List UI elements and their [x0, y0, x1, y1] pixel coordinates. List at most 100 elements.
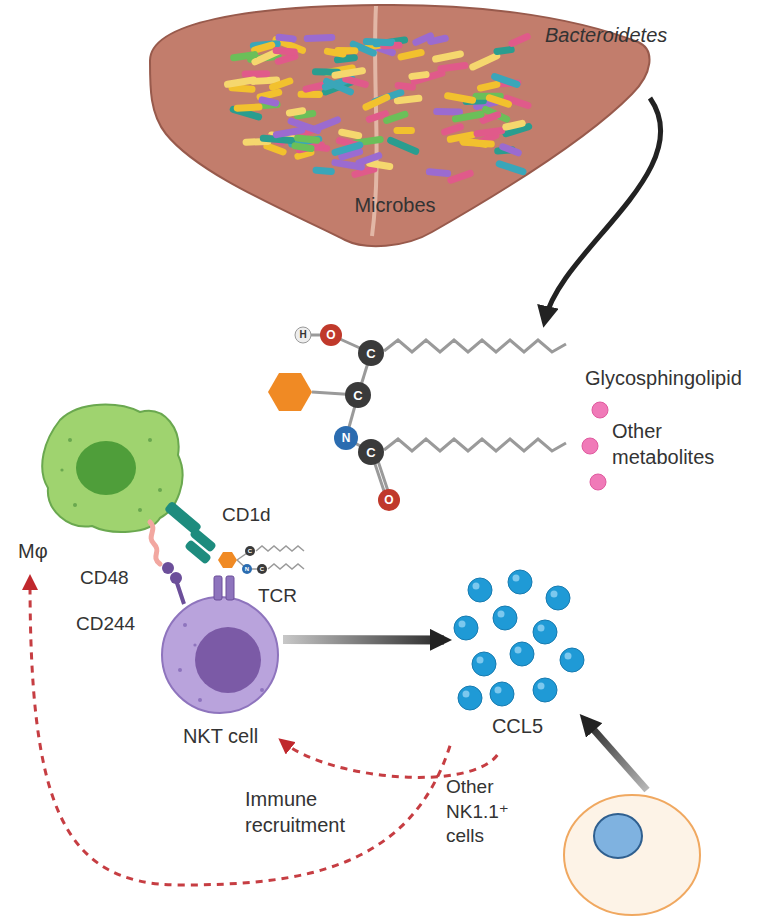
- nkt-granules: [178, 623, 264, 702]
- bacterium: [485, 93, 513, 108]
- ccl5-ball: [454, 616, 478, 640]
- node-label: CCL5: [450, 713, 585, 739]
- bacterium: [224, 76, 258, 88]
- bacterium: [331, 67, 366, 80]
- bacterium: [382, 110, 409, 125]
- atom-symbol: H: [299, 330, 306, 340]
- nitrogen-atom: [242, 564, 252, 574]
- macrophage-nucleus: [76, 441, 136, 495]
- bacterium: [411, 31, 435, 47]
- ccl5-highlight: [463, 691, 470, 698]
- bacterium: [242, 70, 271, 77]
- carbon-atom: [345, 382, 371, 408]
- atom-symbol: C: [248, 548, 252, 554]
- atom-symbol: O: [384, 494, 393, 506]
- bacterium: [451, 110, 485, 123]
- node-label: NKT cell: [158, 723, 283, 749]
- bacterium: [291, 142, 315, 153]
- bacterium: [426, 168, 452, 177]
- ccl5-highlight: [477, 657, 484, 664]
- bacterium: [437, 62, 469, 73]
- cd244-receptor: [162, 562, 184, 604]
- nkt-nucleus: [195, 627, 261, 693]
- bacterium: [294, 134, 321, 144]
- bacterium: [275, 33, 297, 42]
- bacterium: [498, 142, 523, 157]
- oxygen-atom: [320, 324, 342, 346]
- cd48-receptor: [150, 522, 160, 564]
- carbon-atom: [245, 546, 255, 556]
- tcr-receptor: [214, 576, 234, 600]
- bacterium: [476, 80, 501, 92]
- ccl5-highlight: [495, 687, 502, 694]
- nk-cell-node: Other NK1.1⁺ cells: [560, 790, 705, 915]
- ccl5-highlight: [538, 683, 545, 690]
- ccl5-ball: [458, 686, 482, 710]
- cd1d-receptor: [164, 501, 217, 565]
- annotation-label: Other metabolites: [612, 418, 752, 470]
- atom-symbol: C: [260, 566, 264, 572]
- nk-nucleus: [594, 814, 642, 858]
- annotation-label: CD1d: [222, 503, 271, 528]
- bacterium: [361, 93, 391, 112]
- bacterium: [495, 160, 528, 177]
- oxygen-atom: [378, 489, 400, 511]
- macrophage-granules: [60, 438, 162, 512]
- ccl5-ball: [490, 682, 514, 706]
- node-label: Other NK1.1⁺ cells: [446, 775, 552, 849]
- ccl5-highlight: [513, 575, 520, 582]
- ccl5-highlight: [565, 653, 572, 660]
- ccl5-highlight: [538, 625, 545, 632]
- bacterium: [507, 32, 531, 48]
- nitrogen-atom: [334, 426, 358, 450]
- bacterium: [408, 71, 430, 81]
- ccl5-ball: [533, 620, 557, 644]
- macrophage-cell: [42, 405, 182, 532]
- ccl5-highlight: [551, 591, 558, 598]
- bacterium: [331, 141, 364, 157]
- ccl5-ball: [468, 578, 492, 602]
- bacterium: [304, 34, 336, 42]
- bacterium: [459, 137, 489, 149]
- bacterium: [331, 159, 366, 171]
- sugar-hexagon: [218, 552, 237, 568]
- bacterium: [431, 50, 464, 63]
- nkt-cell: [162, 597, 278, 713]
- bacterium: [230, 51, 259, 62]
- nkt-cell-node: NKT cell: [158, 590, 283, 750]
- bacterium: [312, 166, 335, 175]
- bacterium: [323, 47, 347, 58]
- ccl5-highlight: [498, 611, 505, 618]
- ccl5-node: CCL5: [450, 570, 585, 755]
- node-label: Microbes: [140, 192, 650, 218]
- ccl5-cluster: [454, 570, 584, 710]
- metabolite-dot: [592, 402, 608, 418]
- ccl5-ball: [560, 648, 584, 672]
- ccl5-ball: [493, 606, 517, 630]
- bacterium: [433, 108, 463, 116]
- bacterium: [272, 126, 305, 139]
- bacterium: [268, 77, 294, 92]
- ccl5-highlight: [515, 647, 522, 654]
- carbon-atom: [358, 340, 384, 366]
- bacterium: [490, 72, 521, 89]
- ccl5-ball: [472, 652, 496, 676]
- bacterium: [394, 82, 416, 91]
- glycolipid-node: Glycosphingolipid: [265, 320, 570, 515]
- annotation-label: Immune recruitment: [245, 786, 370, 838]
- ccl5-ball: [510, 642, 534, 666]
- atom-symbol: N: [245, 566, 249, 572]
- bacterium: [363, 38, 395, 47]
- ccl5-highlight: [473, 583, 480, 590]
- annotation-label: Bacteroidetes: [545, 22, 667, 48]
- nk-cell: [564, 795, 700, 915]
- annotation-label: TCR: [258, 584, 297, 609]
- bacterium: [234, 103, 263, 111]
- bacterium: [285, 107, 306, 117]
- ccl5-highlight: [459, 621, 466, 628]
- bacteria: [224, 31, 534, 184]
- flow-arrow: [585, 720, 647, 790]
- hydrogen-atom: [295, 327, 311, 343]
- glycolipid-molecule: [303, 335, 566, 500]
- metabolite-dot: [582, 438, 598, 454]
